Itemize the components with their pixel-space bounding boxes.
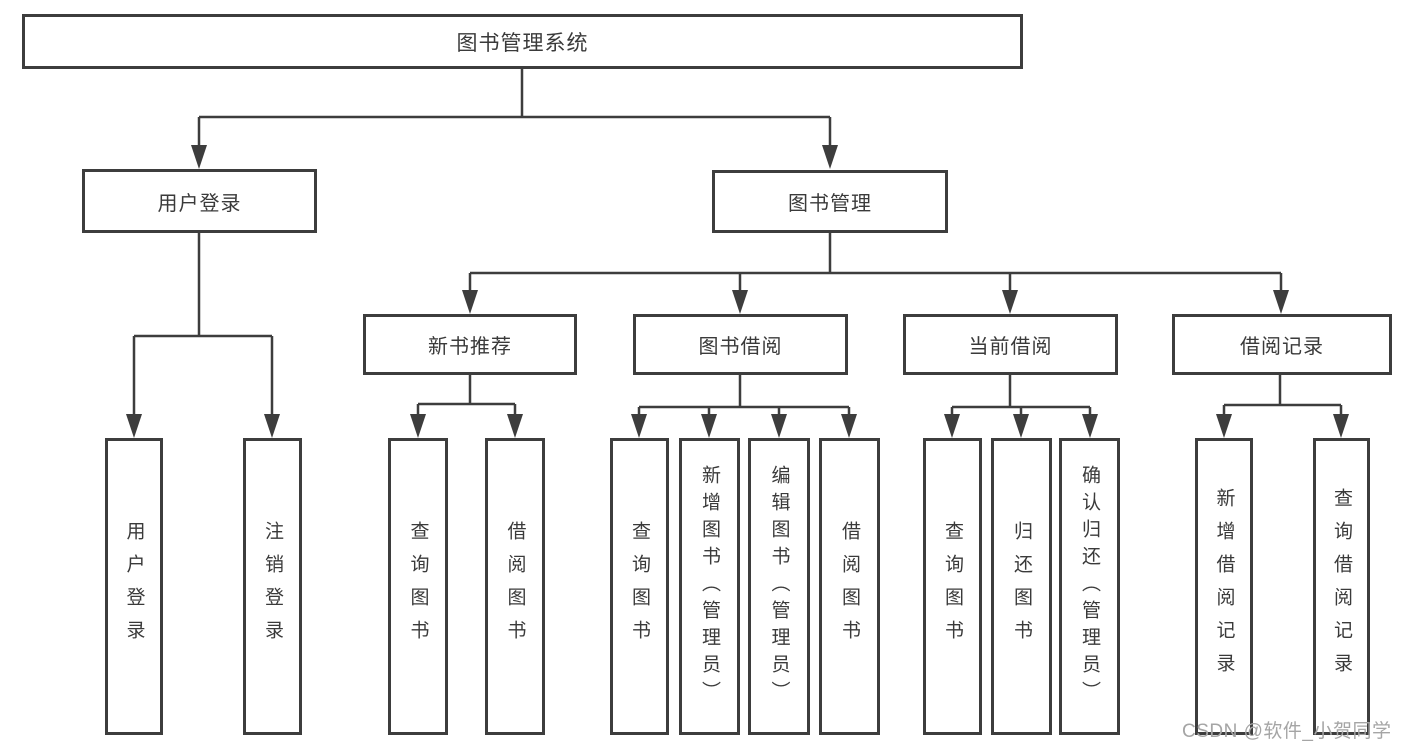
node-borrow-records: 借阅记录 <box>1172 314 1392 375</box>
leaf-label: 编辑图书（管理员） <box>768 465 790 708</box>
leaf-query-borrow-record: 查询借阅记录 <box>1313 438 1370 735</box>
leaf-user-login: 用户登录 <box>105 438 163 735</box>
leaf-add-book-admin: 新增图书（管理员） <box>679 438 740 735</box>
node-book-management: 图书管理 <box>712 170 948 233</box>
leaf-label: 注销登录 <box>262 520 283 653</box>
leaf-borrow-books-recommend: 借阅图书 <box>485 438 545 735</box>
leaf-label: 确认归还（管理员） <box>1079 465 1100 708</box>
leaf-label: 归还图书 <box>1011 520 1032 653</box>
leaf-query-books-current: 查询图书 <box>923 438 982 735</box>
leaf-label: 查询借阅记录 <box>1331 487 1352 686</box>
leaf-label: 查询图书 <box>407 520 429 653</box>
leaf-add-borrow-record: 新增借阅记录 <box>1195 438 1253 735</box>
leaf-label: 借阅图书 <box>839 520 860 653</box>
leaf-borrow-books: 借阅图书 <box>819 438 880 735</box>
leaf-query-books-borrow: 查询图书 <box>610 438 669 735</box>
arrowhead-icons <box>126 145 1349 438</box>
node-root-system: 图书管理系统 <box>22 14 1023 69</box>
node-current-borrow: 当前借阅 <box>903 314 1118 375</box>
node-new-book-recommend: 新书推荐 <box>363 314 577 375</box>
leaf-return-book: 归还图书 <box>991 438 1052 735</box>
node-user-login: 用户登录 <box>82 169 317 233</box>
leaf-label: 新增图书（管理员） <box>699 465 720 708</box>
leaf-label: 用户登录 <box>123 520 145 653</box>
leaf-label: 查询图书 <box>942 520 963 653</box>
csdn-watermark: CSDN @软件_小贺同学 <box>1182 721 1392 742</box>
leaf-label: 借阅图书 <box>504 520 526 653</box>
node-book-borrow: 图书借阅 <box>633 314 848 375</box>
leaf-confirm-return-admin: 确认归还（管理员） <box>1059 438 1120 735</box>
leaf-label: 新增借阅记录 <box>1213 487 1235 686</box>
leaf-edit-book-admin: 编辑图书（管理员） <box>748 438 810 735</box>
leaf-logout: 注销登录 <box>243 438 302 735</box>
leaf-query-books-recommend: 查询图书 <box>388 438 448 735</box>
edge-lines <box>132 69 1343 416</box>
leaf-label: 查询图书 <box>629 520 650 653</box>
